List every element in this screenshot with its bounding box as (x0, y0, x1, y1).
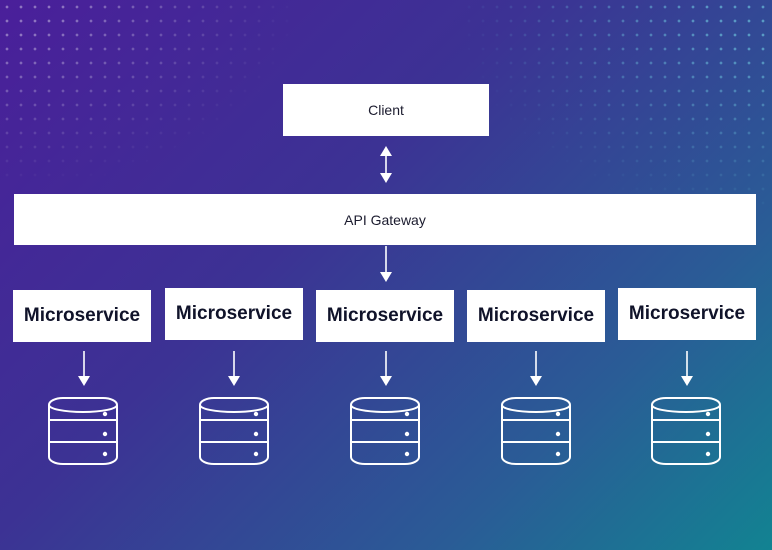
client-label: Client (368, 102, 404, 118)
microservice-label-1: Microservice (23, 305, 141, 326)
client-box: Client (283, 84, 489, 136)
microservice-box-3: Microservice (316, 290, 454, 342)
microservice-box-4: Microservice (467, 290, 605, 342)
database-icon-3 (350, 397, 420, 465)
microservice-box-2: Microservice (165, 288, 303, 340)
microservice-box-5: Microservice (618, 288, 756, 340)
service-db-arrow-1 (78, 351, 90, 386)
database-icon-1 (48, 397, 118, 465)
microservice-label-2: Microservice (175, 303, 293, 324)
microservice-label-5: Microservice (628, 303, 746, 324)
database-icon-5 (651, 397, 721, 465)
service-db-arrow-2 (228, 351, 240, 386)
microservice-box-1: Microservice (13, 290, 151, 342)
api-gateway-label: API Gateway (344, 211, 426, 228)
microservice-label-4: Microservice (477, 305, 595, 326)
client-gateway-bidirectional-arrow (380, 146, 392, 183)
gateway-microservice-arrow (380, 246, 392, 282)
service-db-arrow-4 (530, 351, 542, 386)
database-icon-4 (501, 397, 571, 465)
database-icon-2 (199, 397, 269, 465)
service-db-arrow-5 (681, 351, 693, 386)
api-gateway-box: API Gateway (14, 194, 756, 245)
microservice-label-3: Microservice (326, 305, 444, 326)
service-db-arrow-3 (380, 351, 392, 386)
